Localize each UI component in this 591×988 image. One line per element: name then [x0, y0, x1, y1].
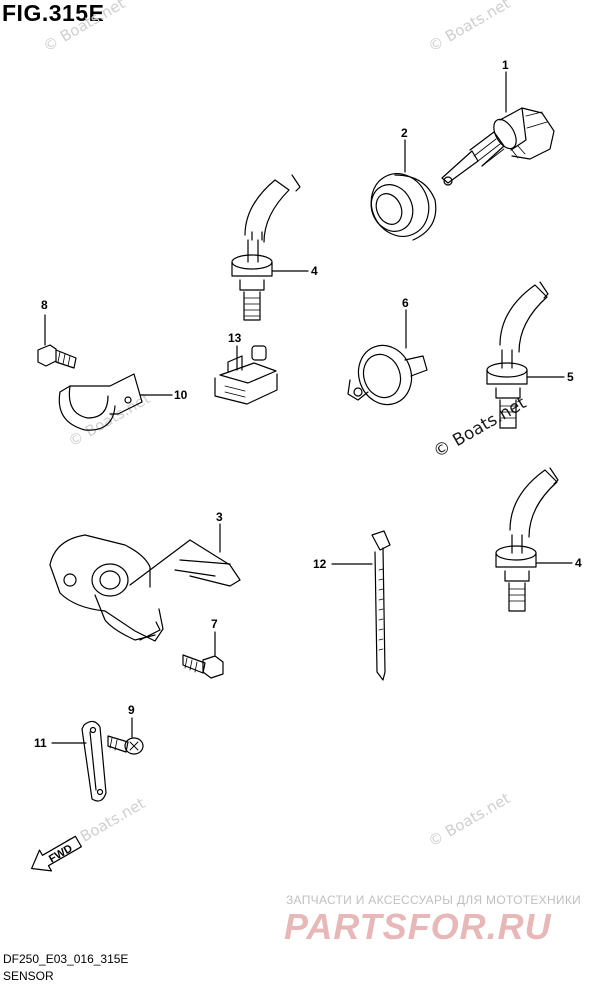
- promo-tagline: ЗАПЧАСТИ И АКСЕССУАРЫ ДЛЯ МОТОТЕХНИКИ: [286, 893, 582, 907]
- callout-8[interactable]: 8: [41, 298, 48, 312]
- part-2-grommet[interactable]: [361, 164, 439, 246]
- callout-9[interactable]: 9: [128, 703, 135, 717]
- callout-13[interactable]: 13: [228, 331, 242, 345]
- part-7-bolt[interactable]: [182, 654, 224, 679]
- part-13-clip[interactable]: [214, 345, 278, 405]
- part-8-bolt[interactable]: [37, 344, 77, 369]
- diagram-code: DF250_E03_016_315E: [3, 952, 129, 966]
- part-6-knock-sensor[interactable]: [347, 338, 428, 412]
- callout-1[interactable]: 1: [502, 58, 509, 72]
- callout-5[interactable]: 5: [567, 370, 574, 384]
- callout-4-upper[interactable]: 4: [311, 264, 318, 278]
- callout-6[interactable]: 6: [402, 296, 409, 310]
- fwd-arrow: FWD: [31, 835, 82, 872]
- promo-logo: PARTSFOR.RU: [284, 906, 552, 947]
- fwd-label: FWD: [47, 842, 75, 865]
- part-9-screw[interactable]: [107, 735, 144, 755]
- callout-12[interactable]: 12: [313, 557, 327, 571]
- callout-2[interactable]: 2: [401, 126, 408, 140]
- part-4-temp-sensor-upper[interactable]: [231, 174, 301, 321]
- callout-7[interactable]: 7: [211, 617, 218, 631]
- figure-title: FIG.315E: [2, 0, 105, 26]
- part-1-sensor[interactable]: [441, 107, 555, 186]
- part-3-sensor-bracket[interactable]: [49, 534, 241, 642]
- diagram-name: SENSOR: [3, 969, 54, 983]
- part-10-clamp[interactable]: [58, 373, 143, 431]
- part-11-strap[interactable]: [81, 720, 107, 802]
- callout-10[interactable]: 10: [174, 388, 188, 402]
- part-5-sensor[interactable]: [486, 281, 549, 429]
- callout-11[interactable]: 11: [34, 736, 47, 750]
- callout-4-lower[interactable]: 4: [575, 556, 582, 570]
- part-12-cable-tie[interactable]: [371, 530, 391, 681]
- callout-3[interactable]: 3: [216, 510, 223, 524]
- part-4-temp-sensor-lower[interactable]: [495, 467, 559, 612]
